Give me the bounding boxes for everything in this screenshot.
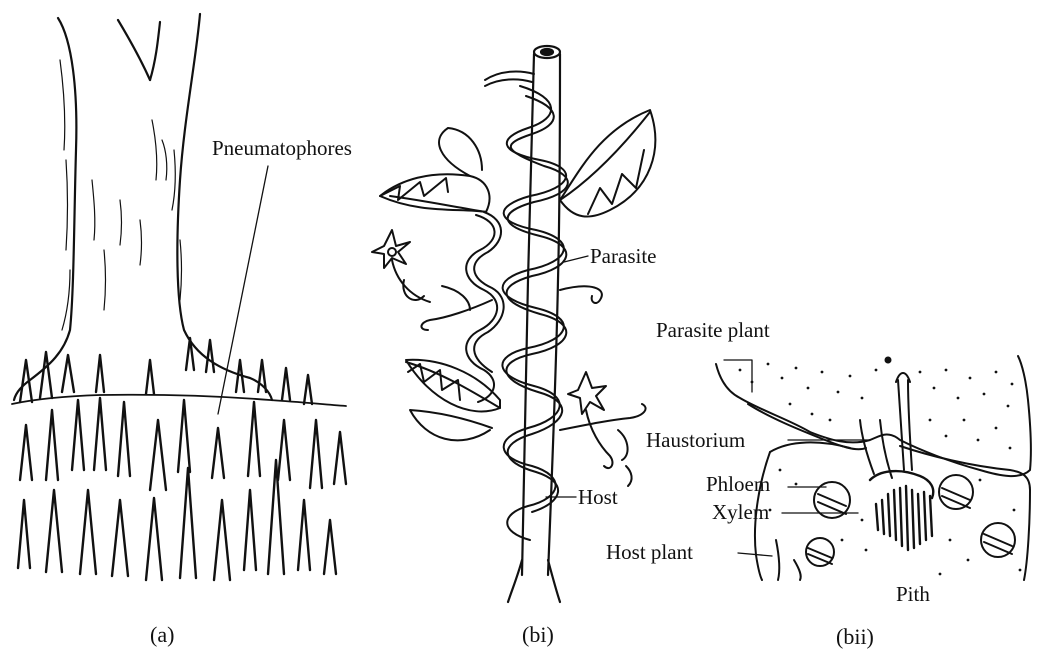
- label-pneumatophores: Pneumatophores: [212, 138, 352, 159]
- label-pith: Pith: [896, 584, 930, 605]
- label-xylem: Xylem: [712, 502, 769, 523]
- label-haustorium: Haustorium: [646, 430, 745, 451]
- parasite-leader: [564, 256, 588, 262]
- soil-line: [12, 395, 346, 406]
- panel-bii-drawing: [716, 356, 1031, 580]
- label-phloem: Phloem: [706, 474, 770, 495]
- parasite-flowers: [372, 230, 632, 486]
- label-host-plant: Host plant: [606, 542, 693, 563]
- parasite-plant-section: [716, 356, 1031, 476]
- parasite-plant-leader: [724, 360, 752, 392]
- label-host: Host: [578, 487, 618, 508]
- pith-tissue: [870, 471, 933, 550]
- host-stem: [508, 46, 560, 602]
- bii-leaders: [724, 360, 868, 556]
- host-plant-section: [755, 442, 1030, 580]
- caption-bi: (bi): [522, 624, 554, 646]
- label-parasite: Parasite: [590, 246, 656, 267]
- haustorium-peg: [860, 373, 912, 478]
- tree-trunk: [14, 14, 272, 400]
- label-parasite-plant: Parasite plant: [656, 320, 770, 341]
- panel-a-drawing: [12, 14, 346, 580]
- pneumatophores: [18, 338, 346, 580]
- caption-bii: (bii): [836, 626, 874, 648]
- panel-bi-drawing: [372, 46, 655, 602]
- host-leaves: [380, 110, 655, 440]
- caption-a: (a): [150, 624, 174, 646]
- parasite-twine: [421, 72, 645, 540]
- vascular-bundles: [806, 475, 1015, 566]
